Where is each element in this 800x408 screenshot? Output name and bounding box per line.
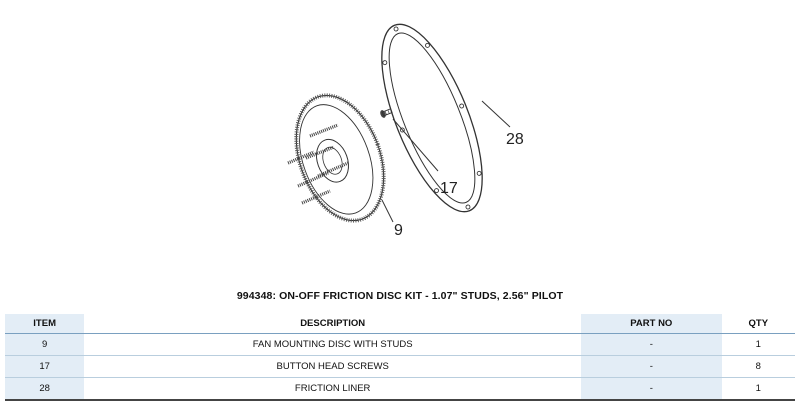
leader-line-17 bbox=[392, 118, 439, 172]
cell-description: FAN MOUNTING DISC WITH STUDS bbox=[84, 333, 582, 356]
cell-part-no: - bbox=[581, 377, 722, 401]
friction-liner-drawing bbox=[381, 23, 483, 213]
leader-line-28 bbox=[481, 100, 511, 128]
header-qty: QTY bbox=[721, 314, 795, 334]
callout-28: 28 bbox=[506, 131, 524, 148]
header-description: DESCRIPTION bbox=[84, 314, 582, 334]
cell-item: 28 bbox=[5, 377, 85, 401]
table-header-row: ITEM DESCRIPTION PART NO QTY bbox=[5, 314, 795, 334]
kit-title: 994348: ON-OFF FRICTION DISC KIT - 1.07"… bbox=[236, 290, 564, 302]
cell-item: 9 bbox=[5, 333, 85, 356]
cell-qty: 1 bbox=[721, 333, 795, 356]
exploded-parts-diagram: 28 17 9 bbox=[287, 23, 524, 239]
cell-description: FRICTION LINER bbox=[84, 377, 582, 401]
header-item: ITEM bbox=[5, 314, 85, 334]
leader-line-9 bbox=[381, 199, 394, 223]
cell-part-no: - bbox=[581, 333, 722, 356]
cell-item: 17 bbox=[5, 355, 85, 378]
fan-mounting-disc-drawing bbox=[294, 93, 386, 223]
cell-qty: 1 bbox=[721, 377, 795, 401]
table-row: 28 FRICTION LINER - 1 bbox=[5, 377, 795, 401]
header-part-no: PART NO bbox=[581, 314, 722, 334]
cell-qty: 8 bbox=[721, 355, 795, 378]
button-head-screw-drawing bbox=[380, 108, 393, 118]
table-row: 17 BUTTON HEAD SCREWS - 8 bbox=[5, 355, 795, 378]
parts-table: ITEM DESCRIPTION PART NO QTY 9 FAN MOUNT… bbox=[5, 314, 795, 401]
callout-17: 17 bbox=[440, 180, 458, 197]
table-row: 9 FAN MOUNTING DISC WITH STUDS - 1 bbox=[5, 333, 795, 356]
fan-mounting-disc-studs bbox=[287, 123, 349, 205]
cell-description: BUTTON HEAD SCREWS bbox=[84, 355, 582, 378]
callout-9: 9 bbox=[394, 222, 403, 239]
cell-part-no: - bbox=[581, 355, 722, 378]
